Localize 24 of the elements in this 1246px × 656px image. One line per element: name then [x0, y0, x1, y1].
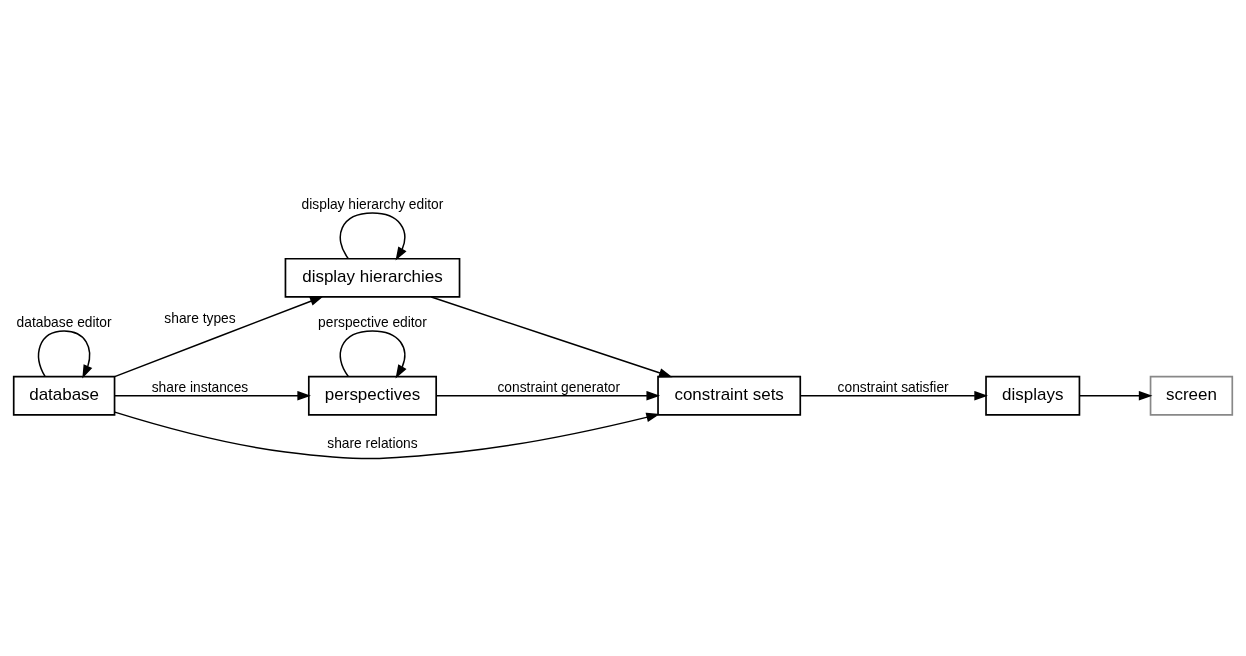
node-box: screen: [1149, 375, 1234, 416]
arrow: [1078, 390, 1153, 400]
edge-label: share instances: [151, 379, 249, 395]
arrow: [339, 211, 407, 261]
node-box: database: [12, 375, 116, 416]
arrow: [114, 295, 324, 377]
arrow: [799, 390, 988, 400]
arrow: [435, 390, 661, 400]
node-box: displays: [985, 375, 1081, 416]
edge-label: constraint generator: [497, 379, 621, 395]
node-box: perspectives: [307, 375, 438, 416]
node-box: display hierarchies: [284, 257, 461, 298]
arrow: [114, 390, 311, 400]
arrow: [339, 329, 407, 378]
edge-label: database editor: [16, 314, 112, 330]
edge-label: constraint satisfier: [837, 379, 949, 395]
edge-label: perspective editor: [318, 314, 427, 330]
arrow: [37, 329, 93, 378]
arrow: [430, 295, 673, 377]
edge-label: display hierarchy editor: [301, 196, 444, 212]
edge-label: share relations: [327, 435, 418, 451]
edge-label: share types: [164, 310, 236, 326]
arrow: [114, 410, 660, 459]
node-box: constraint sets: [657, 375, 802, 416]
